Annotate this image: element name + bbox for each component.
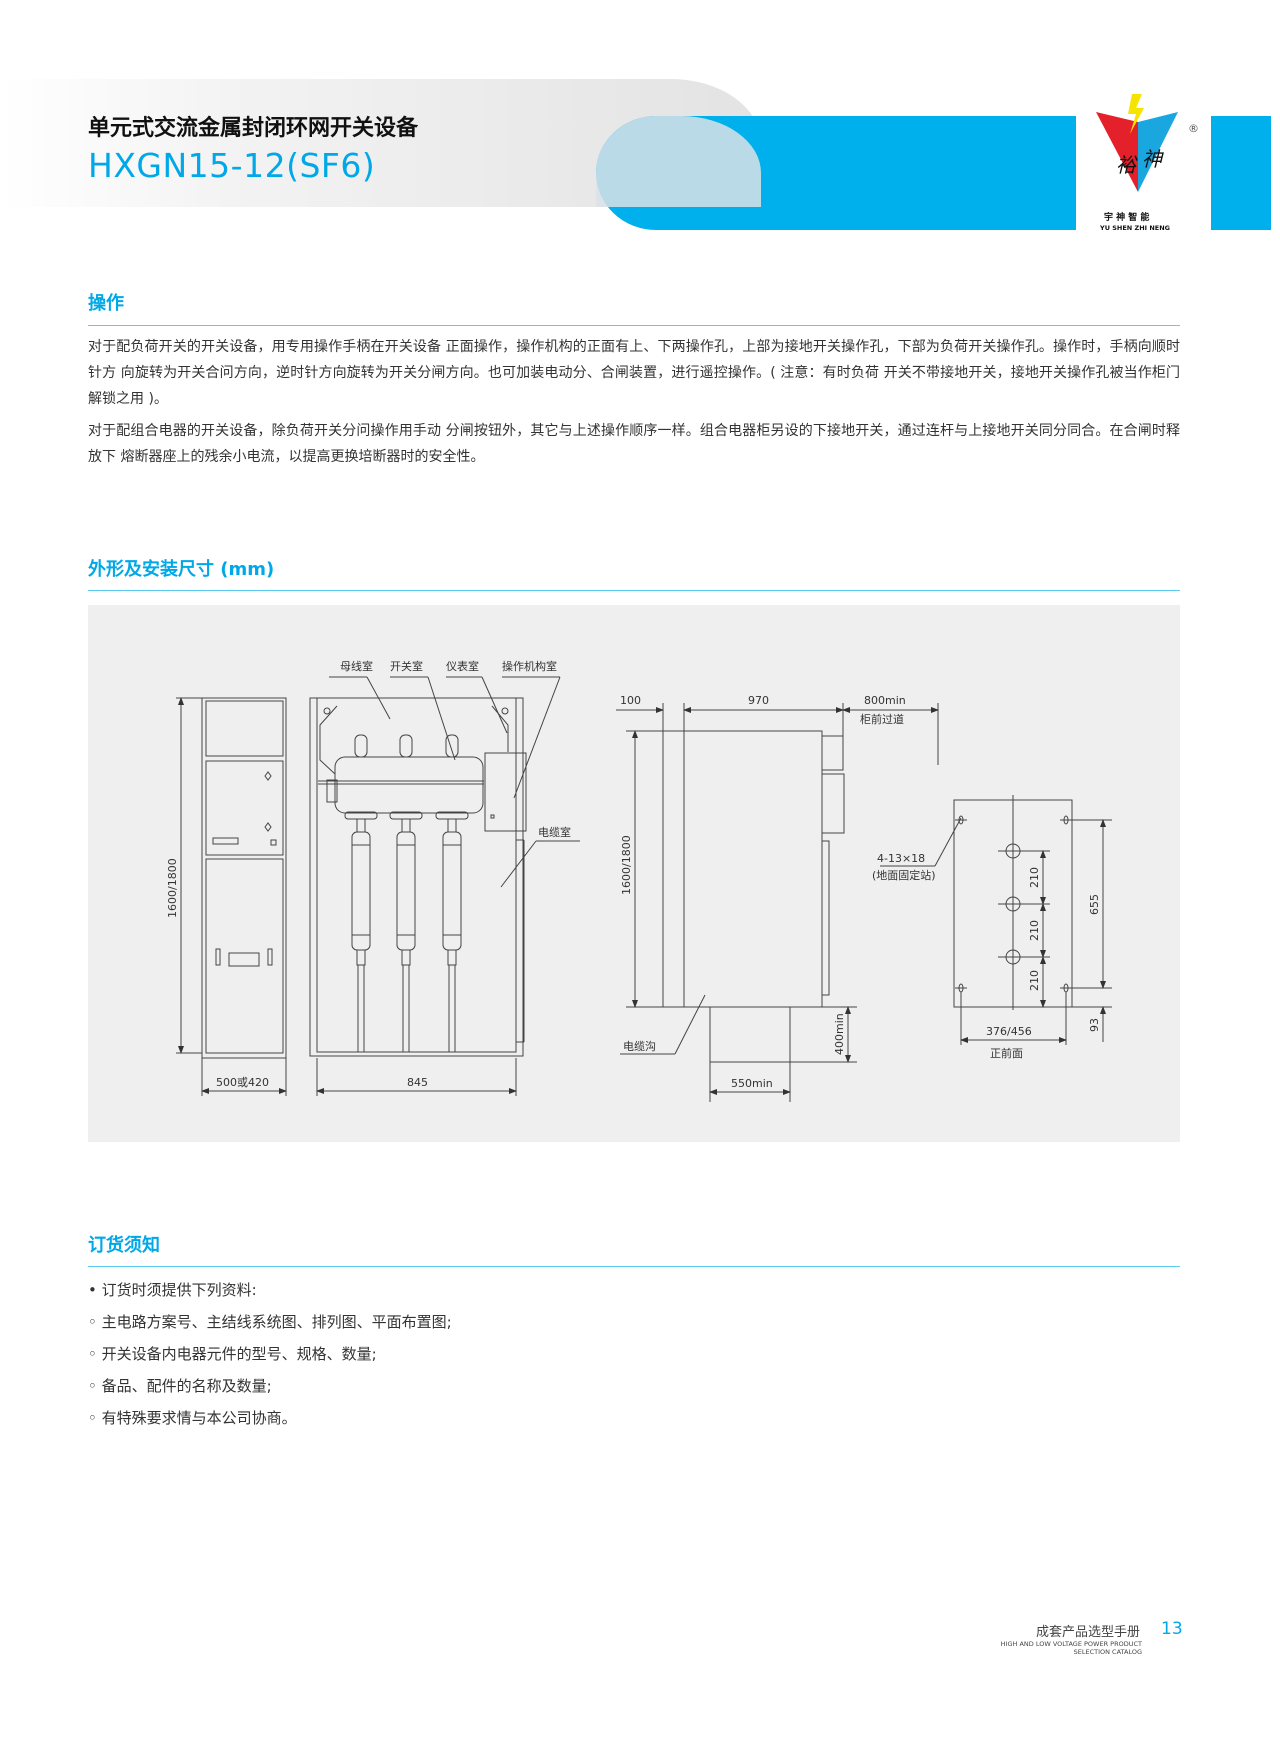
registered-mark: ® (1188, 122, 1199, 135)
dim-210: 210 (1028, 970, 1041, 991)
phase-part (356, 818, 366, 833)
label-instrument-room: 仪表室 (446, 659, 479, 673)
dim-100: 100 (620, 694, 641, 707)
dim-970: 970 (748, 694, 769, 707)
dim-front-height: 1600/1800 (166, 858, 179, 918)
dim-93: 93 (1088, 1018, 1101, 1032)
dim-front-width-left: 500或420 (216, 1076, 269, 1089)
header-overlap (596, 116, 761, 207)
divider (88, 325, 1180, 326)
plan-view (880, 795, 1112, 1045)
dim-side-height: 1600/1800 (620, 835, 633, 895)
label-cable-room: 电缆室 (538, 825, 571, 839)
phase-part (401, 949, 411, 966)
footer-catalog-cn: 成套产品选型手册 (1036, 1625, 1141, 1640)
technical-drawing: 母线室 开关室 仪表室 操作机构室 电缆室 1600/1800 500或420 … (166, 659, 1112, 1102)
section-title-ordering: 订货须知 (88, 1235, 160, 1256)
phase-part (445, 734, 459, 758)
dim-655: 655 (1088, 894, 1101, 915)
phase-part (401, 818, 411, 833)
footer-catalog-en: HIGH AND LOW VOLTAGE POWER PRODUCT (1000, 1640, 1142, 1648)
divider (88, 1266, 1180, 1267)
label-aisle: 柜前过道 (860, 712, 904, 726)
list-item: • 订货时须提供下列资料: (88, 1281, 257, 1299)
label-mechanism-room: 操作机构室 (502, 659, 557, 673)
dim-800min: 800min (864, 694, 906, 707)
svg-text:裕: 裕 (1116, 153, 1138, 177)
list-item: ◦ 主电路方案号、主结线系统图、排列图、平面布置图; (88, 1313, 452, 1331)
phase-part (447, 949, 457, 966)
list-item: ◦ 开关设备内电器元件的型号、规格、数量; (88, 1345, 377, 1363)
front-view-cabinet (176, 697, 287, 1096)
header-blue-block (1211, 116, 1271, 230)
label-holes: 4-13×18 (877, 852, 925, 865)
phase-part (447, 818, 457, 833)
dim-550min: 550min (731, 1077, 773, 1090)
label-front-face: 正前面 (990, 1046, 1023, 1060)
label-switch-room: 开关室 (390, 659, 423, 673)
phase-part (351, 831, 371, 951)
dim-210: 210 (1028, 867, 1041, 888)
label-holes-note: (地面固定站) (872, 868, 936, 882)
brand-en: YU SHEN ZHI NENG (1099, 224, 1170, 232)
page-number: 13 (1161, 1619, 1183, 1639)
phase-part (356, 949, 366, 966)
dim-400min: 400min (833, 1013, 846, 1055)
list-item: ◦ 备品、配件的名称及数量; (88, 1377, 272, 1395)
label-cable-trench: 电缆沟 (623, 1040, 656, 1053)
phase-part (442, 831, 462, 951)
brand-cn: 宇 神 智 能 (1104, 211, 1149, 223)
phase-part (396, 831, 416, 951)
front-view-internal (309, 676, 580, 1096)
model-number: HXGN15-12(SF6) (88, 146, 376, 185)
divider (88, 590, 1180, 591)
dim-210: 210 (1028, 920, 1041, 941)
section-title-dimensions: 外形及安装尺寸 (mm) (88, 559, 275, 580)
phase-part (354, 734, 368, 758)
dim-plan-width: 376/456 (986, 1025, 1032, 1038)
ordering-list: • 订货时须提供下列资料: ◦ 主电路方案号、主结线系统图、排列图、平面布置图;… (88, 1279, 452, 1439)
section-title-operation: 操作 (88, 293, 124, 314)
operation-paragraph: 对于配组合电器的开关设备，除负荷开关分问操作用手动 分闸按钮外，其它与上述操作顺… (88, 423, 1180, 465)
dim-front-width-right: 845 (407, 1076, 428, 1089)
list-item: ◦ 有特殊要求情与本公司协商。 (88, 1409, 297, 1427)
label-busbar-room: 母线室 (340, 659, 373, 673)
footer-catalog-en: SELECTION CATALOG (1073, 1648, 1142, 1656)
brand-logo: 裕 神 宇 神 智 能 YU SHEN ZHI NENG (1092, 92, 1188, 232)
phase-part (399, 734, 413, 758)
side-view (616, 703, 939, 1102)
page-title: 单元式交流金属封闭环网开关设备 (88, 116, 419, 141)
svg-text:神: 神 (1142, 147, 1164, 171)
operation-paragraph: 对于配负荷开关的开关设备，用专用操作手柄在开关设备 正面操作，操作机构的正面有上… (88, 339, 1180, 407)
